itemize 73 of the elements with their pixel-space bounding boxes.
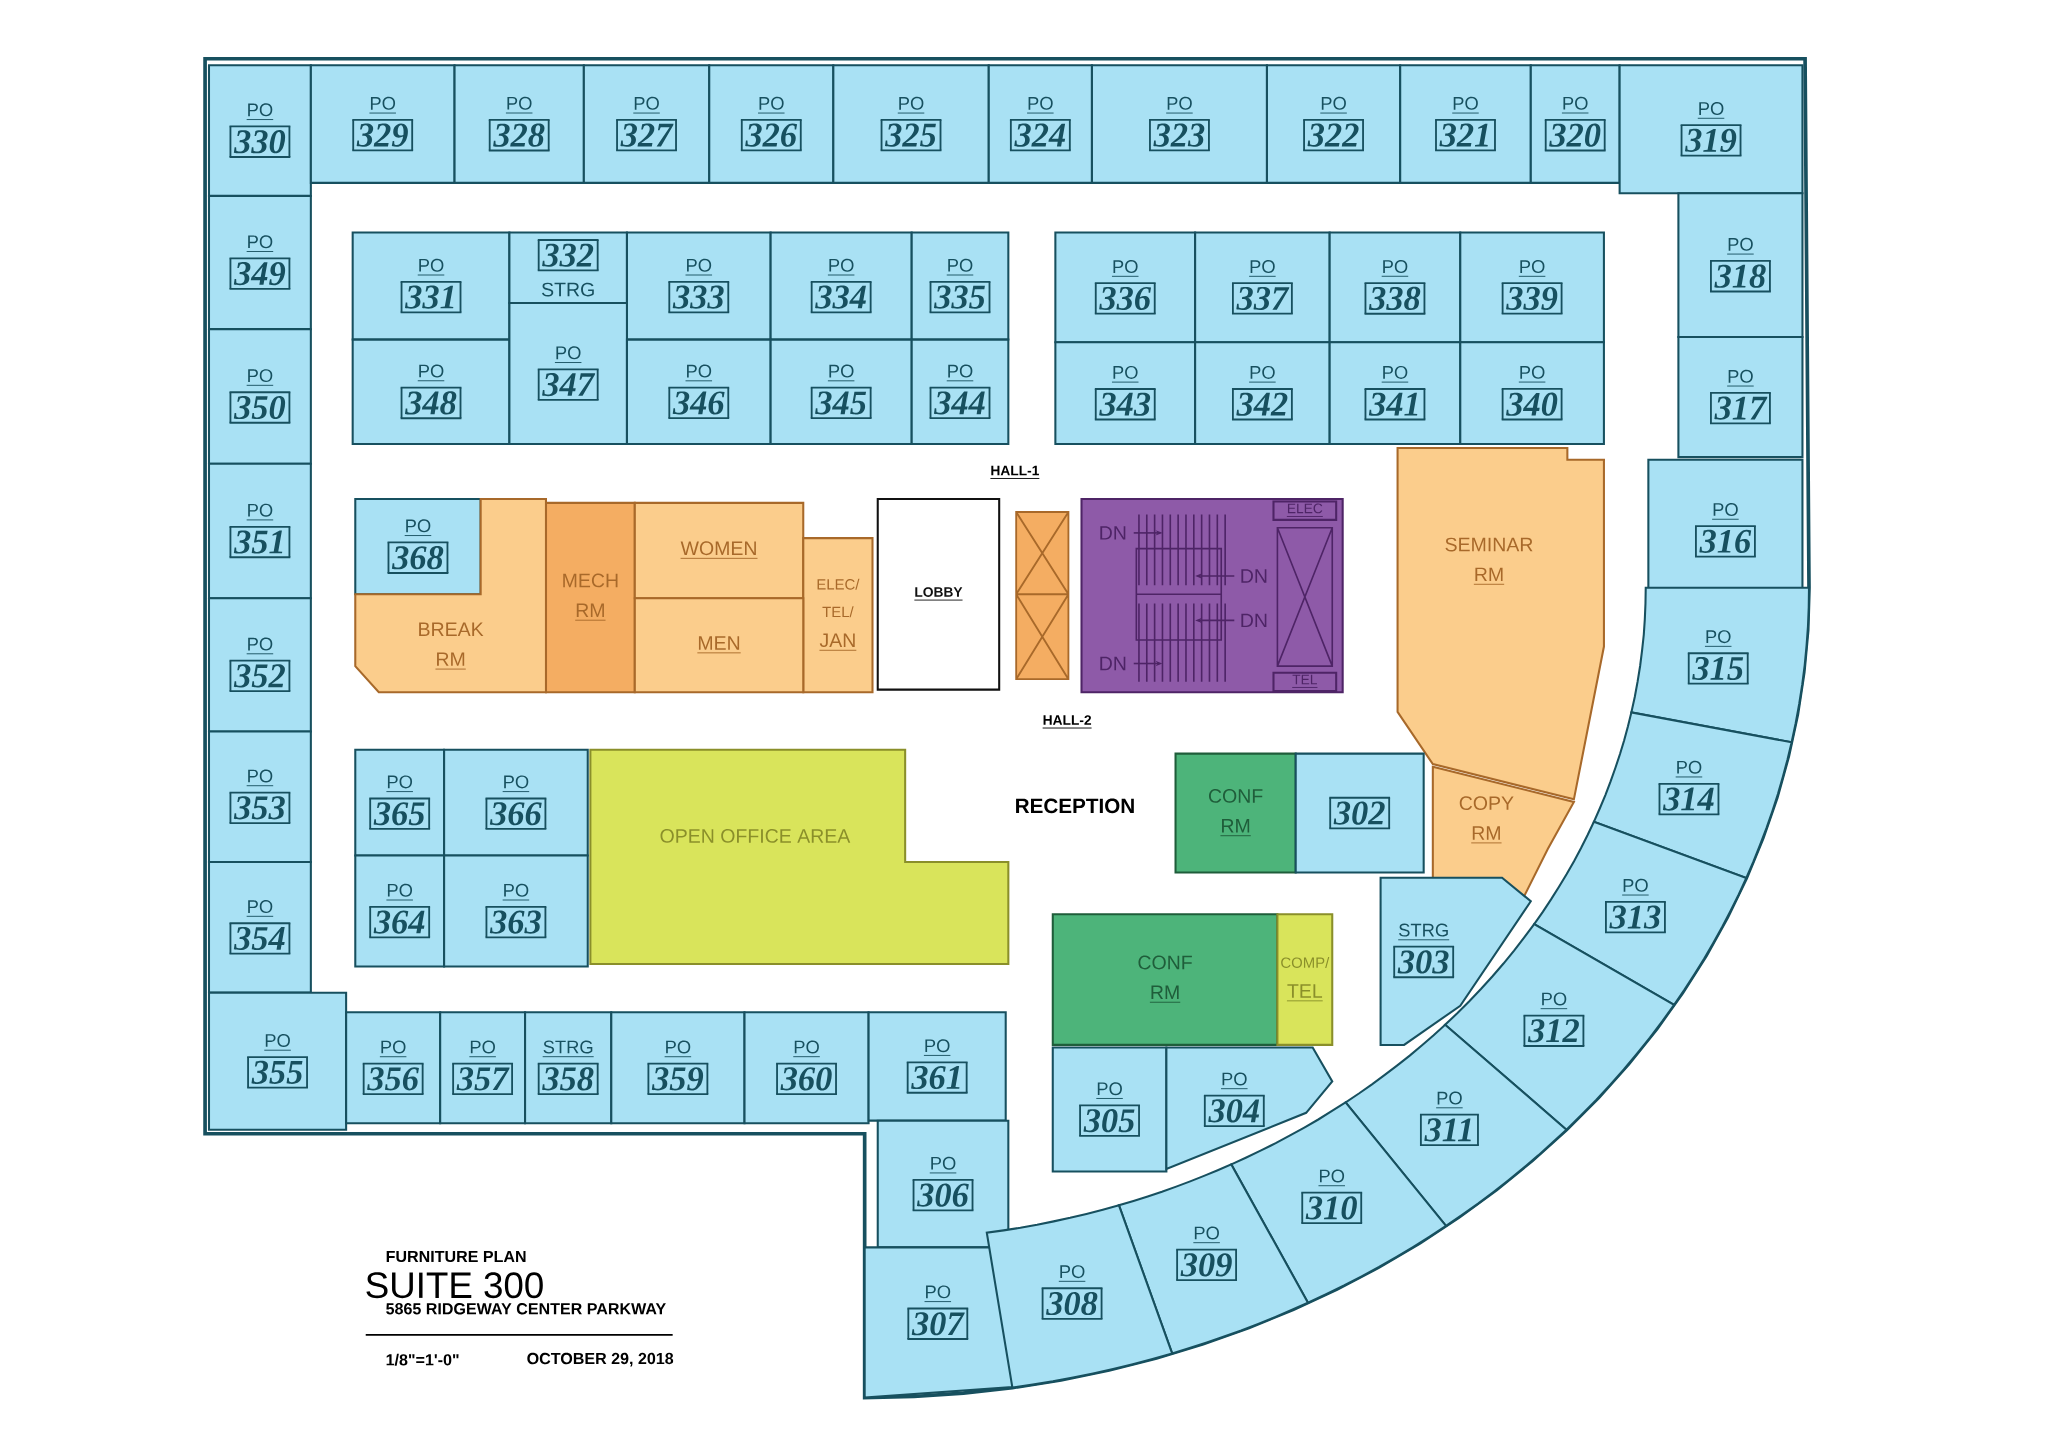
office-room: PO 320 <box>1529 64 1621 184</box>
mechanical-room: MECH RM <box>544 501 636 694</box>
office-room: PO 351 <box>207 462 312 599</box>
office-room: PO 360 <box>743 1011 870 1125</box>
office-room: PO 353 <box>207 730 312 863</box>
office-room: PO 306 <box>876 1119 1010 1249</box>
office-room: PO 366 <box>443 748 589 857</box>
office-room: PO 350 <box>207 327 312 465</box>
electrical-closet: ELEC <box>1272 500 1338 521</box>
office-room: PO 316 <box>1647 458 1804 602</box>
office-room: PO 365 <box>354 748 446 857</box>
storage-room: 332 STRG <box>508 231 628 304</box>
office-room: PO 359 <box>610 1011 746 1125</box>
restroom: WOMEN <box>633 501 805 599</box>
office-room: PO 348 <box>351 338 511 445</box>
office-room: PO 363 <box>443 854 589 968</box>
office-room: PO 335 <box>910 231 1010 341</box>
office-room: PO 327 <box>582 64 711 184</box>
restroom: MEN <box>633 596 805 694</box>
office-room: PO 329 <box>309 64 456 184</box>
office-room: PO 334 <box>769 231 913 341</box>
conference-room: CONF RM <box>1174 752 1297 874</box>
storage-room: STRG 358 <box>524 1011 613 1125</box>
office-room: PO 318 <box>1677 192 1804 338</box>
office-room: PO 357 <box>439 1011 527 1125</box>
office-room: PO 368 <box>354 497 482 596</box>
telecom-room: COMP/ TEL <box>1276 913 1334 1046</box>
office-room: PO 349 <box>207 194 312 330</box>
office-room: PO 341 <box>1328 340 1462 445</box>
office-room: PO 322 <box>1265 64 1402 184</box>
area-label: RECEPTION <box>1016 798 1134 813</box>
office-room: PO 352 <box>207 596 312 733</box>
plan-title: FURNITURE PLAN <box>386 1250 526 1262</box>
office-room: PO 325 <box>832 64 990 184</box>
date-text: OCTOBER 29, 2018 <box>527 1352 674 1367</box>
office-room: PO 340 <box>1459 340 1605 445</box>
hall-label: HALL-1 <box>989 465 1040 479</box>
office-room: PO 355 <box>207 991 348 1131</box>
office-room: PO 324 <box>987 64 1093 184</box>
lobby: LOBBY <box>876 497 1001 691</box>
open-office-area: OPEN OFFICE AREA <box>589 748 1010 965</box>
office-room: PO 315 <box>1630 586 1811 744</box>
office-room: PO 305 <box>1051 1046 1168 1173</box>
office-room: PO 317 <box>1677 335 1804 458</box>
address-text: 5865 RIDGEWAY CENTER PARKWAY <box>386 1302 666 1315</box>
conference-room: CONF RM <box>1051 913 1279 1046</box>
office-room: PO 345 <box>769 338 913 445</box>
office-room: PO 338 <box>1328 231 1462 343</box>
office-room: PO 339 <box>1459 231 1605 343</box>
telecom-closet: TEL <box>1272 671 1338 692</box>
office-room: PO 347 <box>508 301 628 445</box>
office-room: PO 307 <box>863 1246 1014 1399</box>
office-room: PO 342 <box>1194 340 1331 445</box>
office-room: PO 326 <box>708 64 835 184</box>
office-room: PO 337 <box>1194 231 1331 343</box>
office-room: PO 321 <box>1399 64 1532 184</box>
office-room: PO 361 <box>867 1011 1007 1122</box>
office-room: PO 354 <box>207 860 312 994</box>
hall-label: HALL-2 <box>1042 714 1093 729</box>
office-room: PO 336 <box>1054 231 1197 343</box>
plan-title: SUITE 300 <box>366 1272 543 1298</box>
electrical-room: ELEC/ TEL/ JAN <box>802 536 874 694</box>
office-room: PO 333 <box>625 231 772 341</box>
office-room: PO 328 <box>453 64 585 184</box>
scale-text: 1/8"=1'-0" <box>386 1353 459 1366</box>
office-room: PO 346 <box>625 338 772 445</box>
office-room: PO 343 <box>1054 340 1197 445</box>
office-room: PO 356 <box>345 1011 442 1125</box>
office-room: PO 344 <box>910 338 1010 445</box>
office-room: PO 364 <box>354 854 446 968</box>
office-room: 302 <box>1294 752 1425 874</box>
office-room: PO 330 <box>207 64 312 197</box>
office-room: PO 323 <box>1090 64 1268 184</box>
